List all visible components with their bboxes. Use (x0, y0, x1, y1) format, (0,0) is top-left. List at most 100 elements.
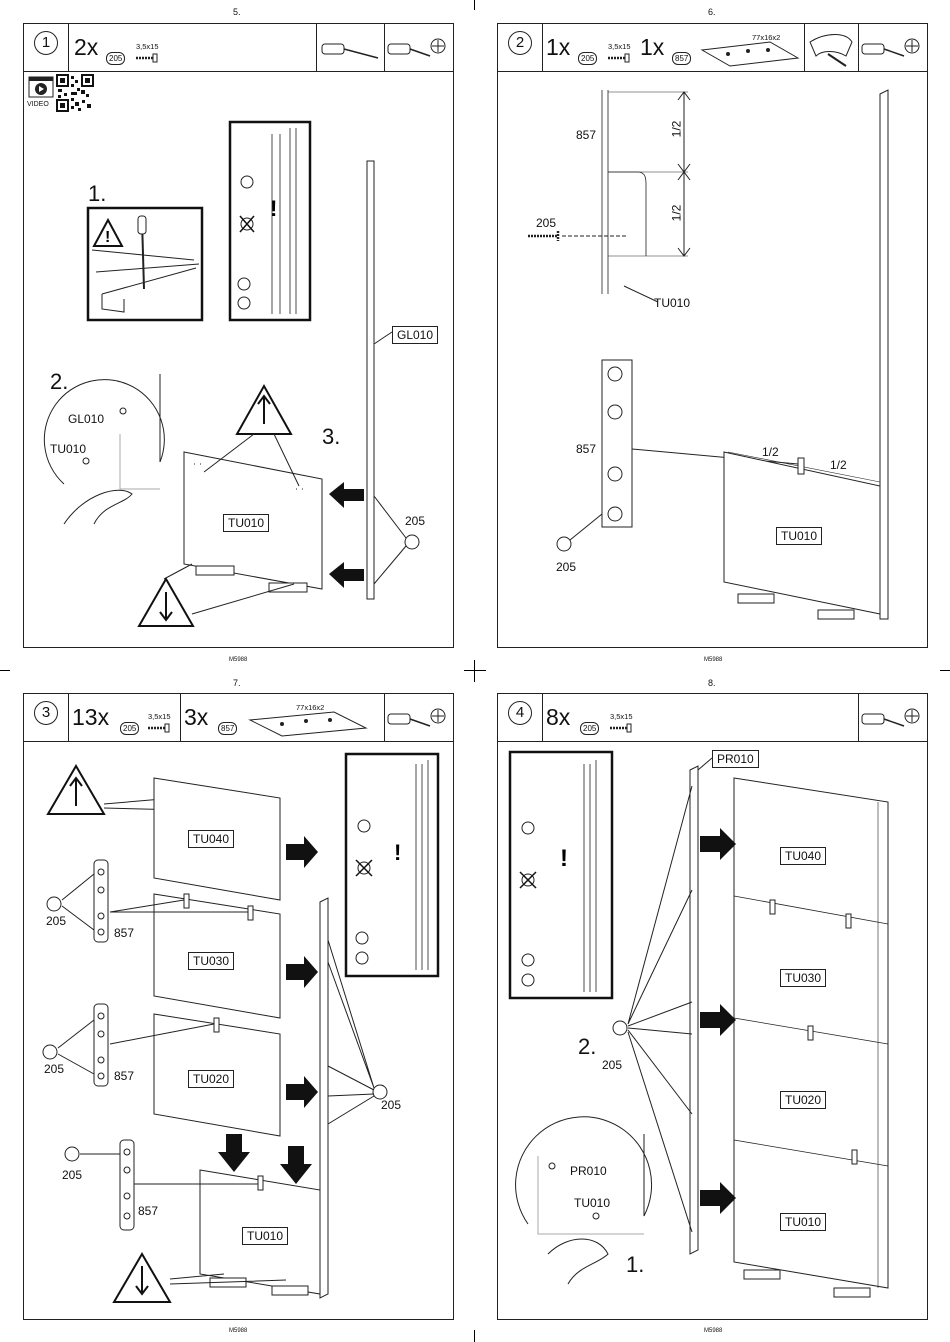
quantity-2: 1x (640, 34, 665, 60)
quantity-1: 13x (72, 704, 110, 730)
plate-857-label-top: 857 (576, 128, 597, 142)
step-number: 2 (508, 31, 532, 55)
phillips-screwdriver-icon (861, 38, 920, 57)
part-number-2: 857 (672, 52, 692, 65)
step-header: 3 13x 205 3,5x15 3x 857 77x16x2 (24, 694, 453, 742)
crop-mark (0, 670, 10, 671)
step-label-3: 3. (322, 424, 341, 449)
screw-205-label-2: 205 (44, 1062, 65, 1076)
assembly-drawing (528, 89, 889, 620)
plate-857-label-3: 857 (138, 1204, 159, 1218)
screw-icon (136, 53, 158, 63)
screw-spec: 3,5x15 (608, 42, 631, 51)
crop-mark (474, 0, 475, 10)
page-number-5: 5. (233, 7, 241, 17)
svg-text:!: ! (270, 196, 277, 221)
half-label-3: 1/2 (762, 445, 779, 459)
screw-label: 205 (405, 514, 426, 528)
assembly-drawing: ! (508, 750, 889, 1298)
plate-857-label-2: 857 (114, 1069, 135, 1083)
quantity: 8x (546, 704, 571, 730)
screw-icon (610, 723, 632, 733)
step-label-2: 2. (50, 369, 69, 394)
plate-spec: 77x16x2 (752, 33, 781, 42)
crop-mark (464, 670, 486, 671)
tu040-label: TU040 (780, 847, 827, 865)
tu030-label: TU030 (188, 952, 235, 970)
half-label-1: 1/2 (669, 120, 684, 138)
tu020-label: TU020 (780, 1091, 827, 1109)
screw-205-label: 205 (556, 560, 577, 574)
page-number-6: 6. (708, 7, 716, 17)
screw-205-label: 205 (602, 1058, 623, 1072)
tu020-label: TU020 (188, 1070, 235, 1088)
svg-text:!: ! (105, 229, 110, 246)
flat-screwdriver-icon (321, 43, 379, 59)
connector-plate-icon (248, 711, 368, 737)
tu010-label: TU010 (242, 1227, 289, 1245)
quantity: 2x (74, 34, 99, 60)
screw-spec: 3,5x15 (136, 42, 159, 51)
step-label-1: 1. (88, 181, 107, 206)
part-number-1: 205 (120, 722, 140, 735)
screw-205-label-3: 205 (62, 1168, 83, 1182)
step-header: 2 1x 205 3,5x15 1x 857 77x16x2 (498, 24, 927, 72)
step-4-panel: 4 8x 205 3,5x15 ! (497, 693, 928, 1320)
part-number: 205 (580, 722, 600, 735)
video-icon (28, 76, 54, 98)
quantity-1: 1x (546, 34, 571, 60)
page-footer-5: M5988 (229, 657, 248, 663)
part-number: 205 (106, 52, 126, 65)
part-number-1: 205 (578, 52, 598, 65)
step-header: 1 2x 205 3,5x15 (24, 24, 453, 72)
connector-plate-icon (700, 41, 800, 67)
assembly-drawing: ! (42, 752, 440, 1303)
crop-mark (474, 660, 475, 682)
zoom-gl010-label: GL010 (68, 412, 105, 426)
half-label-4: 1/2 (830, 458, 847, 472)
qr-code[interactable] (56, 74, 94, 112)
plate-857-label: 857 (576, 442, 597, 456)
screw-205-label-1: 205 (46, 914, 67, 928)
zoom-pr010-label: PR010 (570, 1164, 607, 1178)
screw-205-label-4: 205 (381, 1098, 402, 1112)
step-3-panel: 3 13x 205 3,5x15 3x 857 77x16x2 (23, 693, 454, 1320)
step-1-panel: 1 2x 205 3,5x15 VIDEO 1. 2. 3. ! ! (23, 23, 454, 648)
gl010-label: GL010 (392, 326, 439, 344)
crop-mark (940, 670, 950, 671)
mallet-icon (809, 34, 853, 67)
step-header: 4 8x 205 3,5x15 (498, 694, 927, 742)
tu030-label: TU030 (780, 969, 827, 987)
plate-857-label-1: 857 (114, 926, 135, 940)
step-label-1: 1. (626, 1252, 645, 1277)
crop-mark (474, 1330, 475, 1342)
zoom-tu010-label: TU010 (574, 1196, 611, 1210)
half-label-2: 1/2 (669, 204, 684, 222)
plate-spec: 77x16x2 (296, 703, 325, 712)
tu010-label: TU010 (223, 514, 270, 532)
page-footer-7: M5988 (229, 1328, 248, 1334)
screw-spec: 3,5x15 (610, 712, 633, 721)
tu010-label: TU010 (780, 1213, 827, 1231)
page-number-7: 7. (233, 678, 241, 688)
tu010-label-top: TU010 (654, 296, 691, 310)
page-number-8: 8. (708, 678, 716, 688)
step-2-panel: 2 1x 205 3,5x15 1x 857 77x16x2 (497, 23, 928, 648)
pr010-label-wrap: PR010 (712, 750, 759, 768)
step-number: 4 (508, 701, 532, 725)
step-label-2: 2. (578, 1034, 597, 1059)
screw-spec: 3,5x15 (148, 712, 171, 721)
part-number-2: 857 (218, 722, 238, 735)
page-footer-6: M5988 (704, 657, 723, 663)
phillips-screwdriver-icon (387, 708, 446, 727)
phillips-screwdriver-icon (861, 708, 920, 727)
tu040-label: TU040 (188, 830, 235, 848)
screw-icon (148, 723, 170, 733)
quantity-2: 3x (184, 704, 209, 730)
screw-icon (608, 53, 630, 63)
screw-205-label-top: 205 (536, 216, 557, 230)
zoom-tu010-label: TU010 (50, 442, 87, 456)
phillips-screwdriver-icon (387, 38, 446, 57)
step-number: 3 (34, 701, 58, 725)
tu010-label: TU010 (776, 527, 823, 545)
